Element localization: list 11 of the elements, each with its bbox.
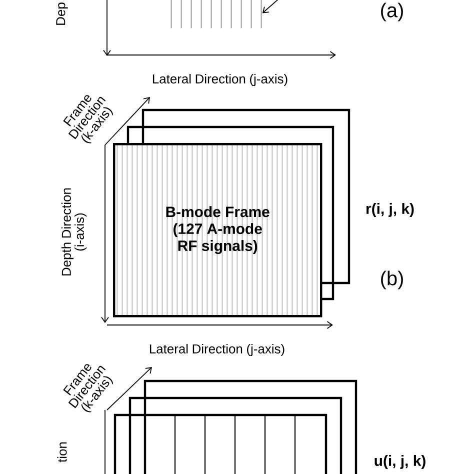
axis-label: tion (57, 442, 67, 462)
panel-label: (b) (381, 270, 403, 290)
panel-label: (a) (381, 2, 403, 22)
axis-label: Lateral Direction (j-axis) (150, 344, 284, 356)
axis-label: Depth Direction (i-axis) (61, 188, 87, 276)
function-label: u(i, j, k) (374, 455, 426, 469)
a-mode-lines-drawing (170, 0, 262, 28)
function-label: r(i, j, k) (366, 203, 414, 217)
axis-label: Lateral Direction (j-axis) (152, 74, 288, 86)
b-mode-frame-box: B-mode Frame (127 A-mode RF signals) (113, 143, 322, 318)
axis-label: Dep (56, 2, 68, 25)
